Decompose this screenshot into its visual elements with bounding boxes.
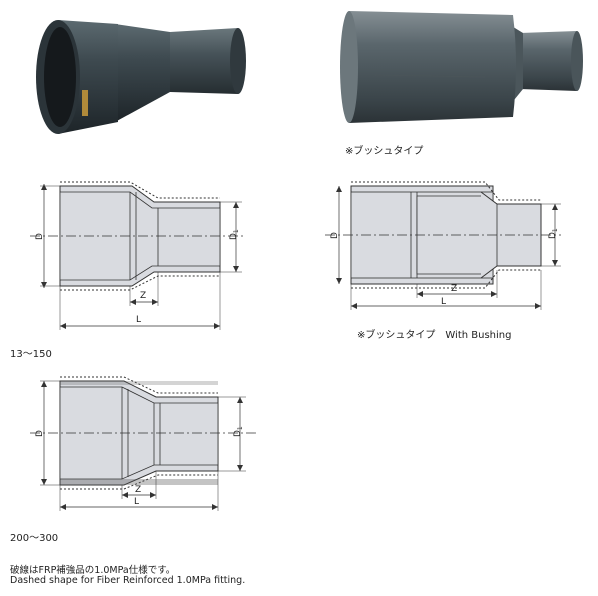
dim-d1-label: D1 <box>229 229 240 240</box>
dim-l-label-large: L <box>134 497 139 507</box>
note-japanese: 破線はFRP補強品の1.0MPa仕様です。 <box>10 565 176 576</box>
range-large-caption: 200〜300 <box>10 533 59 544</box>
dim-d-label-bushing: D <box>330 232 340 239</box>
dim-d1-label-bushing: D1 <box>548 228 559 239</box>
dim-d-label: D <box>35 233 45 240</box>
dim-d1-label-large: D1 <box>233 426 244 437</box>
dim-z-label: Z <box>140 291 146 301</box>
dim-z-label-bushing: Z <box>451 284 457 294</box>
drawing-reducer-large: D D1 Z L <box>30 376 256 511</box>
reducer-photo <box>36 20 246 134</box>
bushing-drawing-caption: ※ブッシュタイプ With Bushing <box>357 330 512 341</box>
dim-z-label-large: Z <box>135 485 141 495</box>
dim-l-label-bushing: L <box>441 297 446 307</box>
dim-d-label-large: D <box>35 430 45 437</box>
bushing-photo <box>340 11 583 123</box>
range-small-caption: 13〜150 <box>10 349 52 360</box>
drawing-bushing: D D1 Z L <box>325 181 561 310</box>
dim-l-label: L <box>136 315 141 325</box>
bushing-photo-caption: ※ブッシュタイプ <box>345 146 424 157</box>
note-english: Dashed shape for Fiber Reinforced 1.0MPa… <box>10 575 246 586</box>
drawing-reducer-small: D D1 Z L <box>30 181 245 330</box>
